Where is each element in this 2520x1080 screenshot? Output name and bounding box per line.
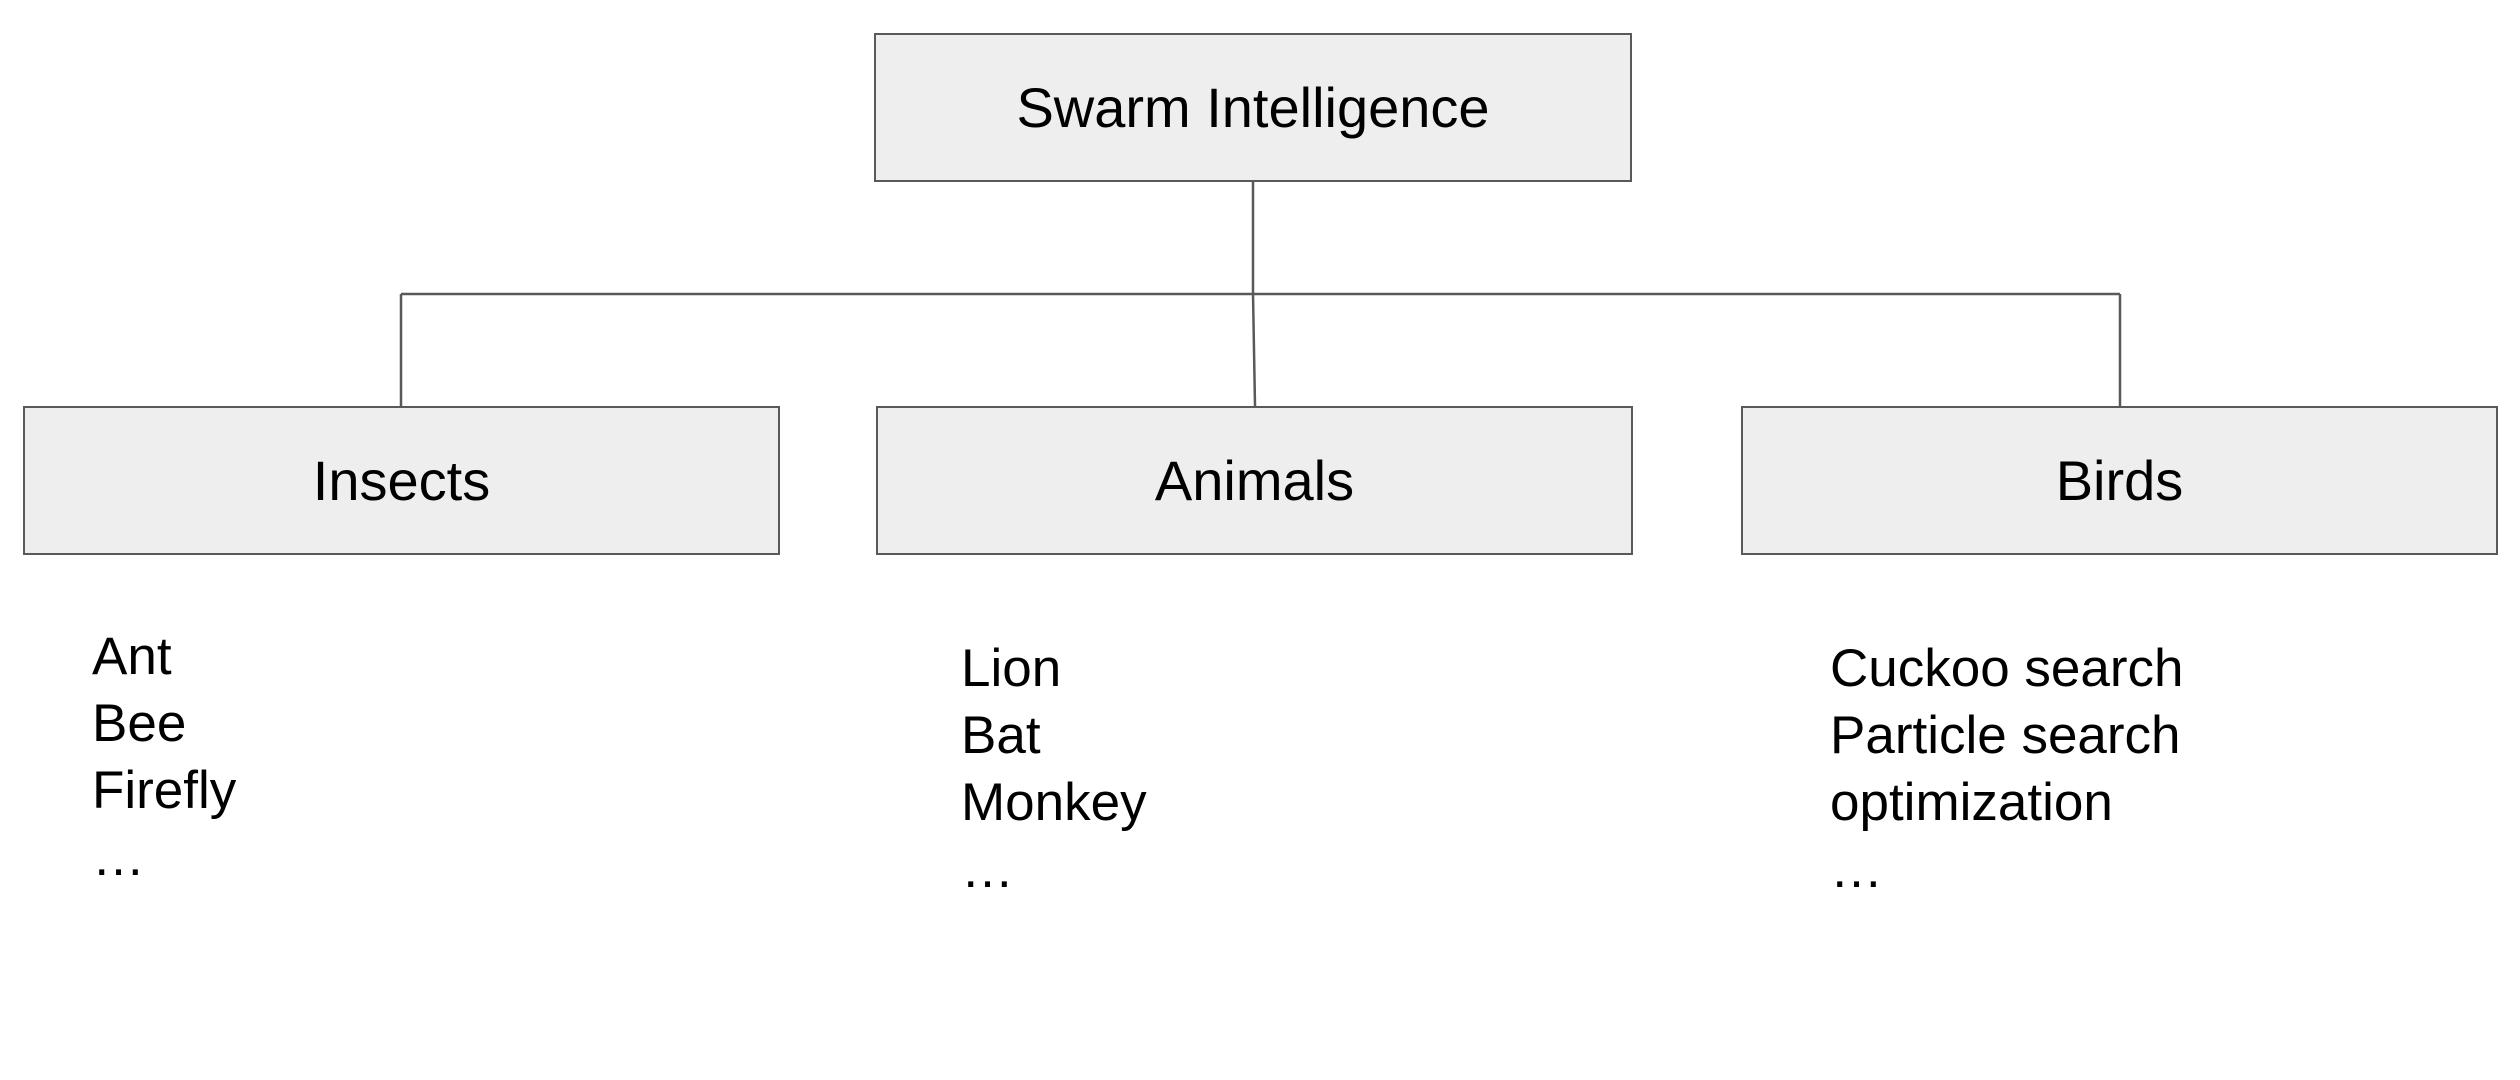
list-item: Ant xyxy=(92,627,172,686)
node-animals-label: Animals xyxy=(1154,448,1355,512)
connector-animals xyxy=(1251,293,1257,407)
list-item: … xyxy=(92,828,145,887)
animals-example-list: Lion Bat Monkey … xyxy=(961,635,1147,903)
node-birds-label: Birds xyxy=(2055,448,2184,512)
list-item: optimization xyxy=(1830,773,2113,832)
insects-example-list: Ant Bee Firefly … xyxy=(92,623,236,891)
node-animals: Animals xyxy=(876,406,1633,555)
node-birds: Birds xyxy=(1741,406,2498,555)
node-insects-label: Insects xyxy=(312,448,491,512)
list-item: … xyxy=(961,840,1014,899)
list-item: … xyxy=(1830,840,1883,899)
list-item: Monkey xyxy=(961,773,1147,832)
list-item: Bat xyxy=(961,706,1041,765)
list-item: Lion xyxy=(961,639,1062,698)
list-item: Particle search xyxy=(1830,706,2181,765)
root-node-label: Swarm Intelligence xyxy=(1016,75,1490,139)
birds-example-list: Cuckoo search Particle search optimizati… xyxy=(1830,635,2184,903)
node-insects: Insects xyxy=(23,406,780,555)
list-item: Bee xyxy=(92,694,187,753)
list-item: Cuckoo search xyxy=(1830,639,2184,698)
list-item: Firefly xyxy=(92,761,237,820)
root-node-swarm-intelligence: Swarm Intelligence xyxy=(874,33,1632,182)
